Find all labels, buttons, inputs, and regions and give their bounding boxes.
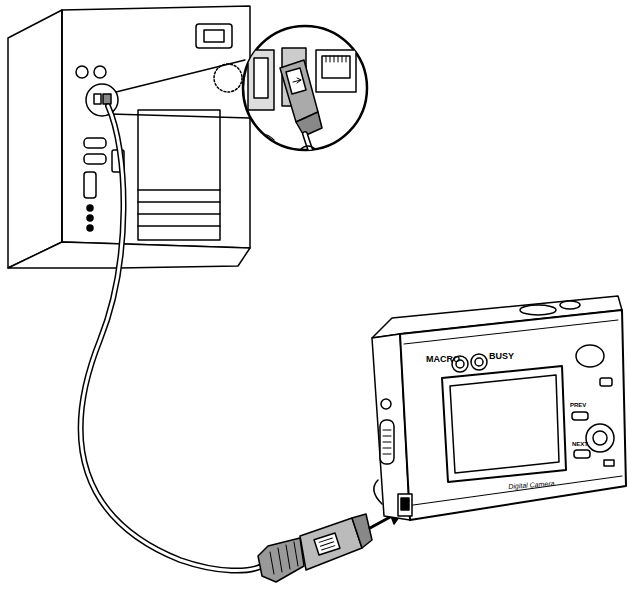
magnifier-leader	[110, 114, 250, 118]
button-label: PREV	[570, 402, 586, 408]
camera-plug	[258, 514, 372, 582]
usb-cable	[81, 106, 262, 571]
button-label: MACRO	[426, 355, 460, 364]
button-label: BUSY	[489, 352, 514, 361]
insert-arrow	[370, 516, 392, 528]
usb-cable	[81, 106, 262, 571]
digital-camera	[372, 296, 626, 520]
magnifier-leader	[116, 60, 245, 92]
computer-tower	[8, 6, 250, 268]
button-label: NEXT	[572, 441, 588, 447]
magnified-usb-port	[243, 26, 367, 170]
